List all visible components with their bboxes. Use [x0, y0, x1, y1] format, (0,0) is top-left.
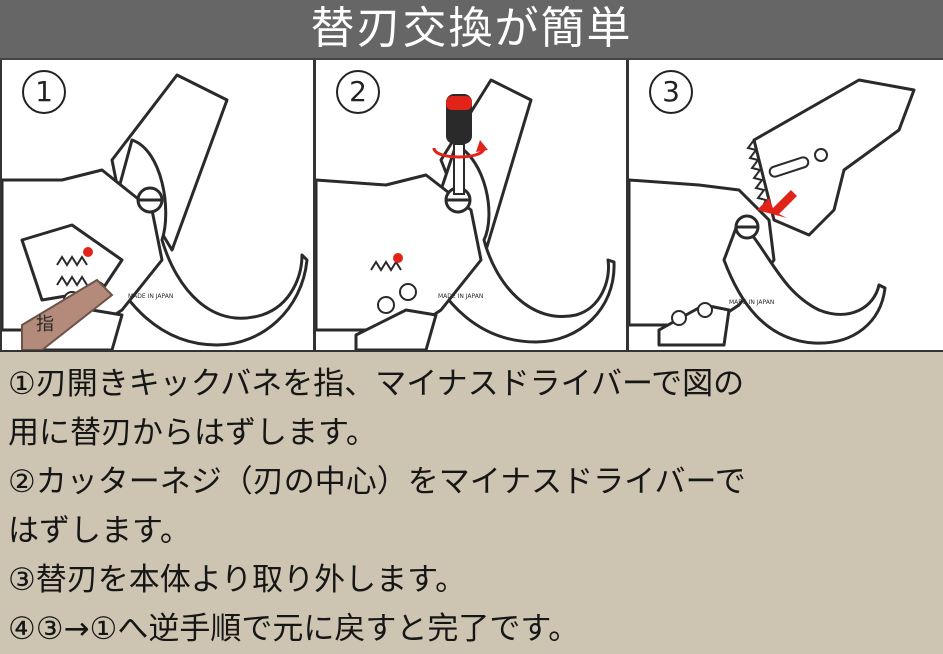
illustration-panels: 指 MADE IN JAPAN 1 — [0, 60, 943, 352]
step-2-panel: MADE IN JAPAN 2 — [316, 60, 626, 350]
instruction-line-2: 用に替刃からはずします。 — [8, 415, 377, 451]
instruction-line-5: ③替刃を本体より取り外します。 — [8, 562, 467, 598]
title-bar: 替刃交換が簡単 — [0, 0, 943, 60]
step-3-mark-label: MADE IN JAPAN — [729, 299, 774, 306]
step-3-number: 3 — [649, 70, 693, 114]
step-2-mark-label: MADE IN JAPAN — [438, 293, 483, 300]
finger-label: 指 — [36, 314, 54, 335]
step-1-panel: 指 MADE IN JAPAN 1 — [2, 60, 313, 350]
screwdriver-icon — [446, 94, 472, 195]
instructions-box: ①刃開きキックバネを指、マイナスドライバーで図の 用に替刃からはずします。 ②カ… — [0, 352, 943, 650]
instruction-line-3: ②カッターネジ（刃の中心）をマイナスドライバーで — [8, 464, 746, 500]
rotate-arrow-icon — [432, 147, 486, 159]
step-1-illustration: 指 MADE IN JAPAN — [2, 73, 309, 350]
instruction-line-6: ④③→①へ逆手順で元に戻すと完了です。 — [8, 611, 580, 647]
step-3-panel: MADE IN JAPAN 3 — [629, 60, 943, 350]
spring-mark-icon — [83, 247, 93, 257]
instruction-line-4: はずします。 — [8, 513, 191, 549]
step-3-illustration: MADE IN JAPAN — [629, 78, 916, 347]
instruction-line-1: ①刃開きキックバネを指、マイナスドライバーで図の — [8, 366, 745, 402]
direction-arrow-icon — [757, 190, 797, 218]
step-1-mark-label: MADE IN JAPAN — [128, 293, 173, 300]
step-1-number: 1 — [22, 70, 66, 114]
step-2-number: 2 — [336, 70, 380, 114]
step-2-illustration: MADE IN JAPAN — [316, 78, 616, 350]
finger-icon — [21, 278, 114, 350]
page-title: 替刃交換が簡単 — [310, 3, 633, 54]
